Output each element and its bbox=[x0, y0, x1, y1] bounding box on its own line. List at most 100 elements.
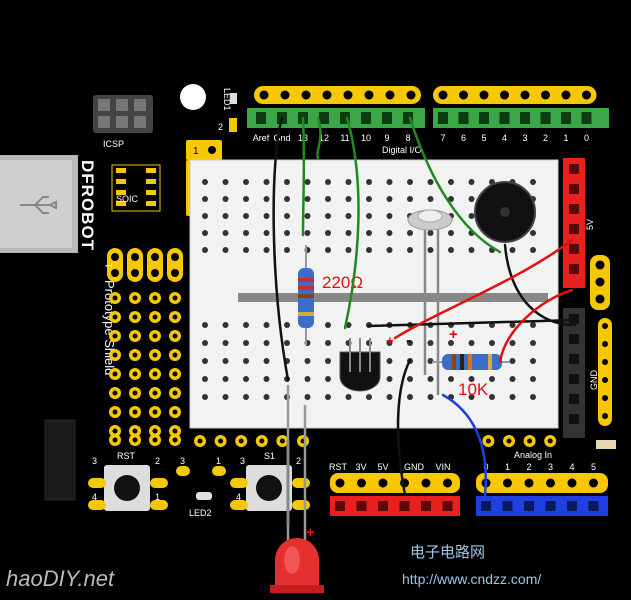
wire-green-12 bbox=[316, 116, 322, 160]
breadboard-hole bbox=[202, 179, 208, 185]
digital-pin-label: 0 bbox=[584, 133, 589, 143]
breadboard-hole bbox=[530, 247, 536, 253]
breadboard-hole bbox=[448, 230, 454, 236]
proto-pad-hole bbox=[112, 409, 118, 415]
digital-pin-label: Aref bbox=[253, 133, 270, 143]
breadboard-hole bbox=[427, 247, 434, 253]
pin2-pad bbox=[229, 118, 237, 132]
breadboard-hole bbox=[345, 213, 352, 219]
label-5v: 5V bbox=[585, 219, 595, 230]
breadboard-hole bbox=[345, 230, 352, 236]
proto-pad-hole bbox=[132, 437, 138, 443]
analog-socket bbox=[588, 501, 599, 511]
breadboard-divider bbox=[238, 293, 548, 302]
analog-pin-label: 4 bbox=[569, 462, 574, 472]
wire-red-5v bbox=[393, 238, 574, 340]
socket-5v bbox=[569, 204, 579, 214]
power-pad-hole bbox=[421, 478, 431, 488]
breadboard-hole bbox=[386, 196, 393, 202]
wire-green-8 bbox=[408, 116, 502, 254]
s1-pin-2: 2 bbox=[296, 456, 301, 466]
socket-gnd bbox=[569, 354, 579, 364]
light-sensor bbox=[407, 209, 453, 395]
digital-pad-hole bbox=[438, 90, 448, 100]
analog-pad-hole bbox=[567, 478, 577, 488]
power-pin-label: VIN bbox=[435, 462, 450, 472]
breadboard-hole bbox=[263, 322, 270, 328]
breadboard-hole bbox=[407, 340, 413, 346]
proto-pad-hole bbox=[132, 371, 138, 377]
power-pin-label: 5V bbox=[377, 462, 388, 472]
breadboard-hole bbox=[243, 213, 249, 219]
digital-socket bbox=[319, 112, 329, 124]
analog-socket bbox=[502, 501, 513, 511]
rst-extra-pads bbox=[176, 466, 190, 476]
header-5v bbox=[563, 158, 585, 288]
analog-socket bbox=[545, 501, 556, 511]
breadboard-hole bbox=[468, 340, 475, 346]
analog-pin-label: 1 bbox=[505, 462, 510, 472]
breadboard-hole bbox=[366, 247, 372, 253]
breadboard-hole bbox=[284, 230, 290, 236]
breadboard-hole bbox=[448, 340, 454, 346]
rst-button[interactable] bbox=[88, 465, 168, 511]
bottom-pad-hole bbox=[547, 438, 553, 444]
power-pin-label: 3V bbox=[355, 462, 366, 472]
breadboard-hole bbox=[345, 196, 352, 202]
digital-pin-label: 11 bbox=[340, 133, 349, 143]
digital-pad-strip bbox=[254, 86, 421, 104]
breadboard-hole bbox=[284, 247, 290, 253]
breadboard-hole bbox=[325, 247, 331, 253]
pad-hole bbox=[131, 253, 139, 261]
breadboard-hole bbox=[530, 340, 536, 346]
icsp-pin bbox=[134, 116, 146, 128]
breadboard-hole bbox=[263, 213, 270, 219]
breadboard-hole bbox=[222, 376, 229, 382]
watermark-cn: 电子电路网 bbox=[410, 543, 485, 561]
breadboard-hole bbox=[263, 230, 270, 236]
breadboard-hole bbox=[304, 179, 311, 185]
digital-pin-label: 2 bbox=[543, 133, 548, 143]
digital-socket bbox=[458, 112, 469, 124]
pad-hole bbox=[111, 253, 119, 261]
bottom-pad-hole bbox=[238, 438, 244, 444]
power-header bbox=[330, 473, 460, 516]
breadboard-hole bbox=[325, 196, 331, 202]
header-gnd bbox=[563, 308, 585, 438]
pad-hole bbox=[171, 253, 179, 261]
breadboard-hole bbox=[427, 376, 434, 382]
breadboard-hole bbox=[222, 179, 229, 185]
digital-pin-label: 1 bbox=[563, 133, 568, 143]
usb-connector bbox=[0, 155, 78, 253]
proto-pad-hole bbox=[112, 333, 118, 339]
breadboard-hole bbox=[366, 179, 372, 185]
breadboard-hole bbox=[448, 247, 454, 253]
wire-blue-a0 bbox=[441, 393, 487, 497]
pad-header bbox=[127, 248, 143, 282]
breadboard-hole bbox=[366, 230, 372, 236]
breadboard-hole bbox=[468, 179, 475, 185]
breadboard-hole bbox=[243, 358, 249, 364]
breadboard-hole bbox=[468, 247, 475, 253]
digital-pin-label: 12 bbox=[319, 133, 329, 143]
digital-header-left bbox=[247, 108, 425, 128]
breadboard-hole bbox=[468, 376, 475, 382]
wire-black-rail bbox=[366, 318, 577, 328]
breadboard-hole bbox=[222, 213, 229, 219]
wire-black-buzzer bbox=[503, 243, 577, 327]
breadboard-hole bbox=[243, 322, 249, 328]
breadboard-hole bbox=[407, 394, 413, 400]
breadboard-hole bbox=[325, 179, 331, 185]
digital-socket bbox=[520, 112, 530, 124]
breadboard-hole bbox=[202, 376, 208, 382]
wire-black-gnd-power bbox=[396, 358, 412, 497]
analog-pad-hole bbox=[524, 478, 534, 488]
s1-pin-1: 1 bbox=[216, 456, 221, 466]
breadboard-hole bbox=[202, 322, 208, 328]
s1-pin-3: 3 bbox=[240, 456, 245, 466]
breadboard-hole bbox=[243, 230, 249, 236]
pin2-label: 2 bbox=[218, 122, 223, 132]
digital-socket bbox=[499, 112, 510, 124]
digital-socket bbox=[403, 112, 413, 124]
s1-button[interactable] bbox=[212, 465, 310, 511]
